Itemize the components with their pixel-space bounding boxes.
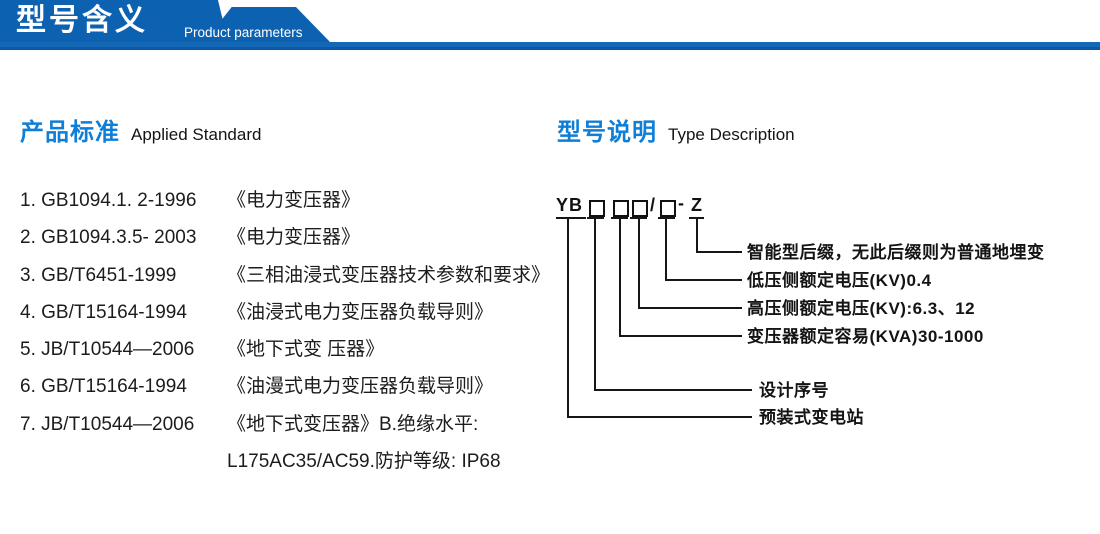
standard-title: 《电力变压器》: [227, 227, 361, 249]
standard-code: 6. GB/T15164-1994: [20, 376, 187, 398]
standard-code: 3. GB/T6451-1999: [20, 264, 177, 286]
connector-line: [594, 217, 596, 391]
list-item: L175AC35/AC59.防护等级: IP68: [20, 450, 550, 487]
model-dash: -: [678, 193, 684, 213]
connector-line: [567, 416, 752, 418]
standard-title: 《三相油浸式变压器技术参数和要求》: [227, 264, 551, 286]
list-item: 2. GB1094.3.5- 2003 《电力变压器》: [20, 226, 550, 263]
legend-prefab-substation: 预装式变电站: [759, 408, 864, 427]
model-digit-box: [613, 200, 629, 217]
standard-title: 《地下式变压器》B.绝缘水平:: [227, 413, 479, 435]
standard-code: 2. GB1094.3.5- 2003: [20, 227, 197, 249]
model-prefix: YB: [556, 195, 584, 215]
applied-standard-title-en: Applied Standard: [131, 125, 262, 144]
legend-design-serial: 设计序号: [759, 381, 829, 400]
standards-list: 1. GB1094.1. 2-1996 《电力变压器》 2. GB1094.3.…: [20, 189, 550, 487]
connector-line: [567, 217, 569, 418]
standard-code: 4. GB/T15164-1994: [20, 301, 187, 323]
connector-line: [665, 217, 667, 281]
list-item: 1. GB1094.1. 2-1996 《电力变压器》: [20, 189, 550, 226]
standard-code: 1. GB1094.1. 2-1996: [20, 190, 197, 211]
list-item: 7. JB/T10544—2006 《地下式变压器》B.绝缘水平:: [20, 413, 550, 450]
list-item: 3. GB/T6451-1999 《三相油浸式变压器技术参数和要求》: [20, 264, 550, 301]
underline-rule: [556, 217, 586, 219]
legend-high-voltage: 高压侧额定电压(KV):6.3、12: [747, 299, 976, 318]
model-slash: /: [650, 195, 656, 215]
standard-title: 《油漫式电力变压器负载导则》: [227, 376, 494, 398]
standard-title: 《电力变压器》: [227, 190, 361, 211]
page-subtitle: Product parameters: [184, 25, 303, 40]
standard-title: 《地下式变 压器》: [227, 339, 385, 361]
connector-line: [619, 335, 742, 337]
type-description-title-en: Type Description: [668, 125, 795, 144]
list-item: 6. GB/T15164-1994 《油漫式电力变压器负载导则》: [20, 375, 550, 412]
standard-code: 7. JB/T10544—2006: [20, 413, 195, 435]
standard-code: 5. JB/T10544—2006: [20, 339, 195, 361]
type-description-title-cn: 型号说明: [557, 119, 657, 146]
legend-rated-capacity: 变压器额定容易(KVA)30-1000: [747, 327, 984, 346]
model-digit-box: [589, 200, 605, 217]
legend-low-voltage: 低压侧额定电压(KV)0.4: [747, 271, 932, 290]
standard-title: 《油浸式电力变压器负载导则》: [227, 301, 494, 323]
connector-line: [619, 217, 621, 337]
legend-smart-suffix: 智能型后缀，无此后缀则为普通地埋变: [747, 243, 1045, 262]
connector-line: [696, 217, 698, 253]
connector-line: [638, 217, 640, 309]
model-suffix: Z: [691, 195, 702, 215]
model-digit-box: [632, 200, 648, 217]
model-digit-box: [660, 200, 676, 217]
connector-line: [638, 307, 742, 309]
connector-line: [696, 251, 742, 253]
header-divider-strip: [0, 42, 1100, 50]
applied-standard-title-cn: 产品标准: [20, 119, 120, 146]
list-item: 5. JB/T10544—2006 《地下式变 压器》: [20, 338, 550, 375]
page-title: 型号含义: [16, 4, 148, 37]
standard-title: L175AC35/AC59.防护等级: IP68: [227, 451, 501, 473]
type-description-heading: 型号说明 Type Description: [557, 112, 795, 147]
connector-line: [594, 389, 752, 391]
header-banner-shape: [0, 0, 228, 42]
list-item: 4. GB/T15164-1994 《油浸式电力变压器负载导则》: [20, 301, 550, 338]
applied-standard-heading: 产品标准 Applied Standard: [20, 112, 261, 147]
connector-line: [665, 279, 742, 281]
